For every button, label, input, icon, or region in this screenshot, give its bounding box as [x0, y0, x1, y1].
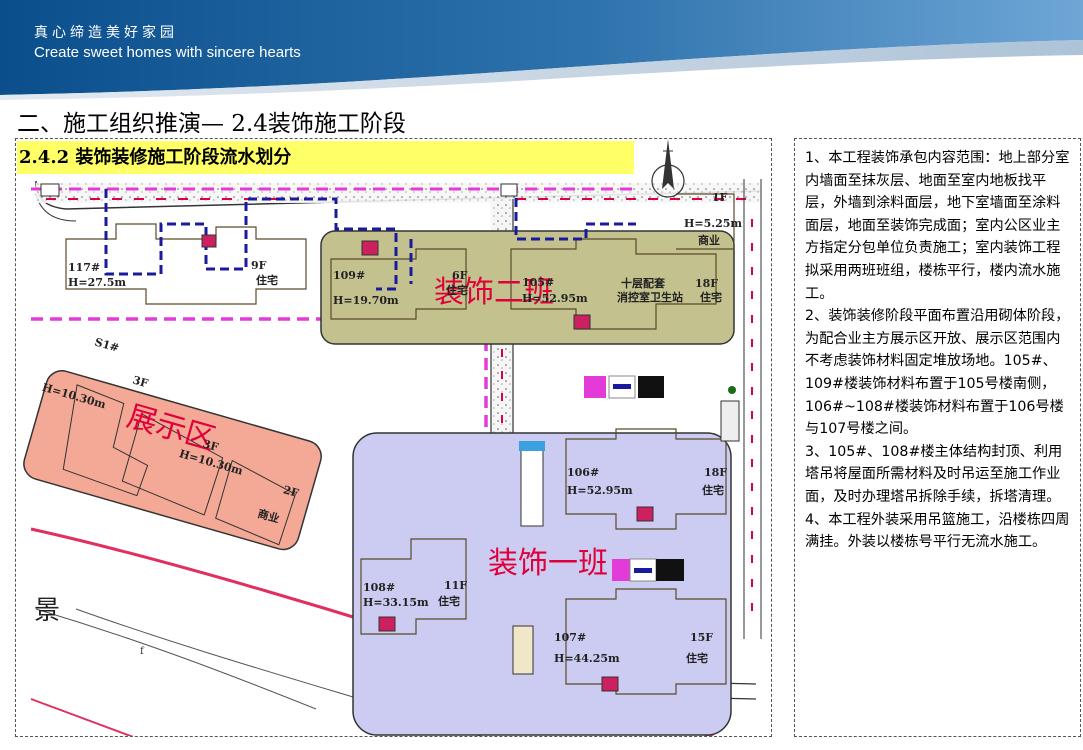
slogan-chinese: 真心缔造美好家园 [34, 25, 178, 41]
building-109-height: H=19.70m [333, 294, 399, 307]
commercial-use: 商业 [698, 233, 720, 247]
building-106-height: H=52.95m [567, 484, 633, 497]
building-106-id: 106# [567, 466, 599, 479]
site-office-block [520, 443, 544, 527]
slide-title: 二、施工组织推演— 2.4装饰施工阶段 [17, 111, 406, 137]
building-105-floors: 18F [695, 277, 718, 290]
building-108-height: H=33.15m [363, 596, 429, 609]
note-item-3: 3、105#、108#楼主体结构封顶、利用塔吊将屋面所需材料及时吊运至施工作业面… [805, 443, 1063, 505]
team-two-zone [320, 230, 735, 345]
material-storage-marker [612, 558, 684, 582]
building-107-floors: 15F [690, 631, 713, 644]
building-s1-floors2: 3F [201, 437, 220, 454]
building-108-use: 住宅 [438, 594, 460, 608]
plan-subtitle: 2.4.2 装饰装修施工阶段流水划分 [17, 141, 634, 174]
building-117-use: 住宅 [256, 273, 278, 287]
building-109-floors: 6F [452, 269, 468, 282]
slogan-english: Create sweet homes with sincere hearts [34, 44, 301, 61]
tower-crane-icon [201, 234, 654, 692]
material-storage-marker [584, 375, 664, 399]
notes-panel: 1、本工程装饰承包内容范围：地上部分室内墙面至抹灰层、地面至室内地板找平层，外墙… [794, 138, 1081, 737]
site-office-block [512, 625, 534, 675]
left-edge-label: 景 [34, 596, 60, 626]
building-s1-id: S1# [93, 336, 120, 355]
gate-structure [720, 400, 740, 442]
header-banner: 真心缔造美好家园 Create sweet homes with sincere… [0, 0, 1083, 100]
building-107-use: 住宅 [686, 651, 708, 665]
team-one-label: 装饰一班 [488, 546, 608, 581]
team-two-label: 装饰二班 [434, 275, 554, 310]
header-wave-graphic [0, 0, 1083, 100]
building-117-height: H=27.5m [68, 276, 126, 289]
building-109-id: 109# [333, 269, 365, 282]
note-item-1: 1、本工程装饰承包内容范围：地上部分室内墙面至抹灰层、地面至室内地板找平层，外墙… [805, 150, 1070, 302]
commercial-floors: 1F [712, 191, 728, 204]
building-105-height: H=52.95m [522, 292, 588, 305]
site-office-block [519, 441, 545, 451]
commercial-height: H=5.25m [684, 217, 742, 230]
building-105-id: 105# [522, 276, 554, 289]
building-117-floors: 9F [251, 259, 267, 272]
display-zone [23, 370, 322, 551]
building-106-floors: 18F [704, 466, 727, 479]
building-105-use: 住宅 [700, 290, 722, 304]
note-item-2: 2、装饰装修阶段平面布置沿用砌体阶段，为配合业主方展示区开放、展示区范围内不考虑… [805, 308, 1070, 438]
building-105-note1: 十层配套 [621, 276, 666, 290]
site-plan-drawing: 装饰二班 装饰一班 展示区 117# H=27.5m 9F 住宅 109# H=… [23, 139, 762, 736]
building-s1-floors: 3F [131, 373, 150, 390]
building-s1-use: 商业 [256, 506, 281, 526]
building-117-id: 117# [68, 261, 100, 274]
gate-marker-icon [728, 386, 736, 394]
building-107-height: H=44.25m [554, 652, 620, 665]
gate-structure [40, 183, 60, 197]
building-109-use: 住宅 [446, 283, 468, 297]
north-arrow-icon [651, 139, 685, 198]
small-mark-label: f [140, 646, 145, 657]
note-item-4: 4、本工程外装采用吊篮施工，沿楼栋四周满挂。外装以楼栋号平行无流水施工。 [805, 511, 1070, 551]
building-105-note2: 消控室卫生站 [617, 290, 683, 304]
notes-text: 1、本工程装饰承包内容范围：地上部分室内墙面至抹灰层、地面至室内地板找平层，外墙… [805, 147, 1073, 554]
gravel-road [36, 183, 761, 203]
building-s1-floors3: 2F [282, 483, 301, 500]
utility-pipes [104, 184, 636, 291]
building-108-id: 108# [363, 581, 395, 594]
road-edge-line [35, 608, 317, 710]
gate-structure [500, 183, 518, 197]
building-107-id: 107# [554, 631, 586, 644]
site-boundary-line [30, 698, 134, 736]
building-106-use: 住宅 [702, 483, 724, 497]
site-plan-panel: 装饰二班 装饰一班 展示区 117# H=27.5m 9F 住宅 109# H=… [15, 138, 772, 737]
building-108-floors: 11F [444, 579, 467, 592]
